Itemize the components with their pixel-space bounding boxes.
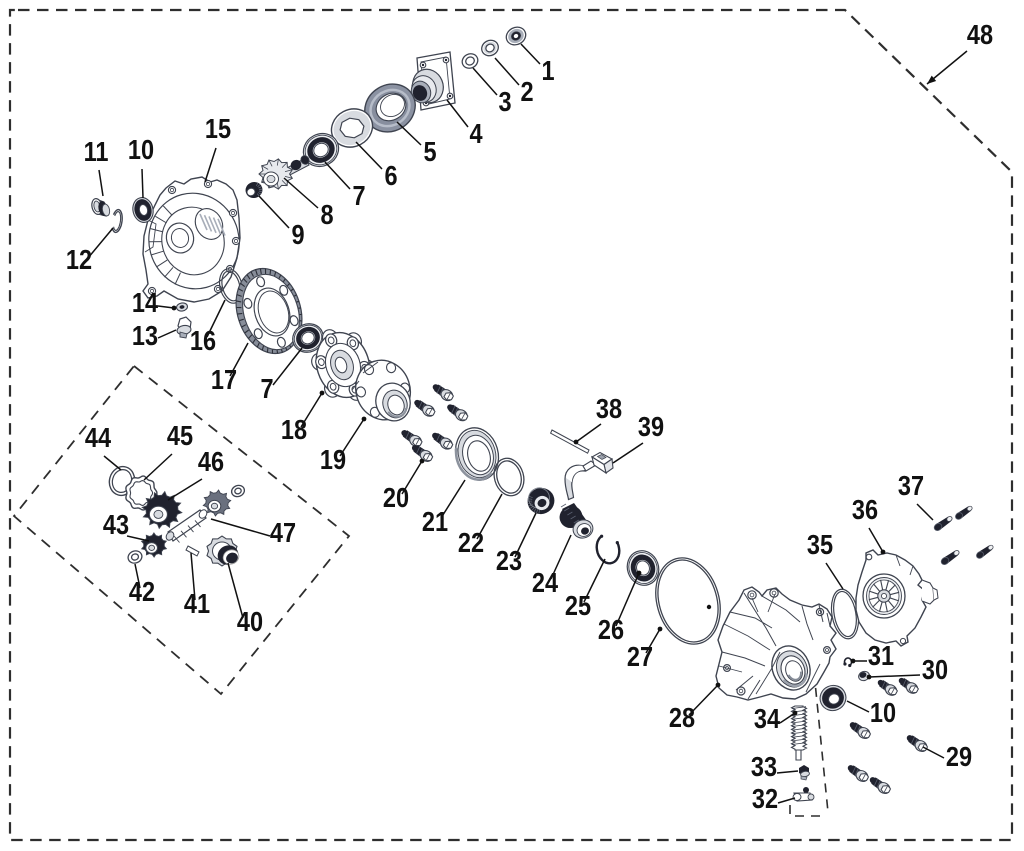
svg-text:27: 27 xyxy=(627,642,653,672)
svg-text:3: 3 xyxy=(498,87,511,117)
svg-text:7: 7 xyxy=(260,374,273,404)
svg-text:19: 19 xyxy=(320,445,346,475)
svg-text:46: 46 xyxy=(198,447,224,477)
svg-text:38: 38 xyxy=(596,394,622,424)
svg-text:5: 5 xyxy=(423,137,436,167)
svg-text:13: 13 xyxy=(132,321,158,351)
svg-text:15: 15 xyxy=(205,114,231,144)
svg-text:33: 33 xyxy=(751,752,777,782)
svg-text:48: 48 xyxy=(967,20,993,50)
svg-text:9: 9 xyxy=(291,220,304,250)
svg-text:23: 23 xyxy=(496,546,522,576)
svg-text:16: 16 xyxy=(190,326,216,356)
svg-text:28: 28 xyxy=(669,703,695,733)
svg-text:14: 14 xyxy=(132,288,159,318)
svg-text:18: 18 xyxy=(281,415,307,445)
svg-text:4: 4 xyxy=(469,119,483,149)
svg-text:40: 40 xyxy=(237,607,263,637)
svg-text:11: 11 xyxy=(84,137,109,167)
svg-text:2: 2 xyxy=(520,77,533,107)
svg-text:45: 45 xyxy=(167,421,193,451)
svg-text:17: 17 xyxy=(211,365,237,395)
svg-text:41: 41 xyxy=(184,589,210,619)
svg-text:44: 44 xyxy=(85,423,112,453)
svg-text:31: 31 xyxy=(868,641,894,671)
svg-text:12: 12 xyxy=(66,245,92,275)
svg-text:37: 37 xyxy=(898,471,924,501)
svg-text:8: 8 xyxy=(320,200,333,230)
svg-text:20: 20 xyxy=(383,483,409,513)
svg-text:30: 30 xyxy=(922,655,948,685)
svg-text:22: 22 xyxy=(458,528,484,558)
svg-text:6: 6 xyxy=(384,161,397,191)
svg-text:25: 25 xyxy=(565,591,591,621)
svg-text:10: 10 xyxy=(128,135,154,165)
svg-text:29: 29 xyxy=(946,742,972,772)
svg-text:1: 1 xyxy=(541,56,554,86)
svg-text:7: 7 xyxy=(352,181,365,211)
svg-text:39: 39 xyxy=(638,412,664,442)
svg-text:36: 36 xyxy=(852,495,878,525)
svg-text:47: 47 xyxy=(270,518,296,548)
svg-text:32: 32 xyxy=(752,784,778,814)
svg-text:43: 43 xyxy=(103,510,129,540)
svg-text:42: 42 xyxy=(129,577,155,607)
svg-text:26: 26 xyxy=(598,615,624,645)
svg-text:24: 24 xyxy=(532,568,559,598)
svg-text:21: 21 xyxy=(422,507,448,537)
svg-text:34: 34 xyxy=(754,704,781,734)
svg-text:35: 35 xyxy=(807,530,833,560)
svg-text:10: 10 xyxy=(870,698,896,728)
